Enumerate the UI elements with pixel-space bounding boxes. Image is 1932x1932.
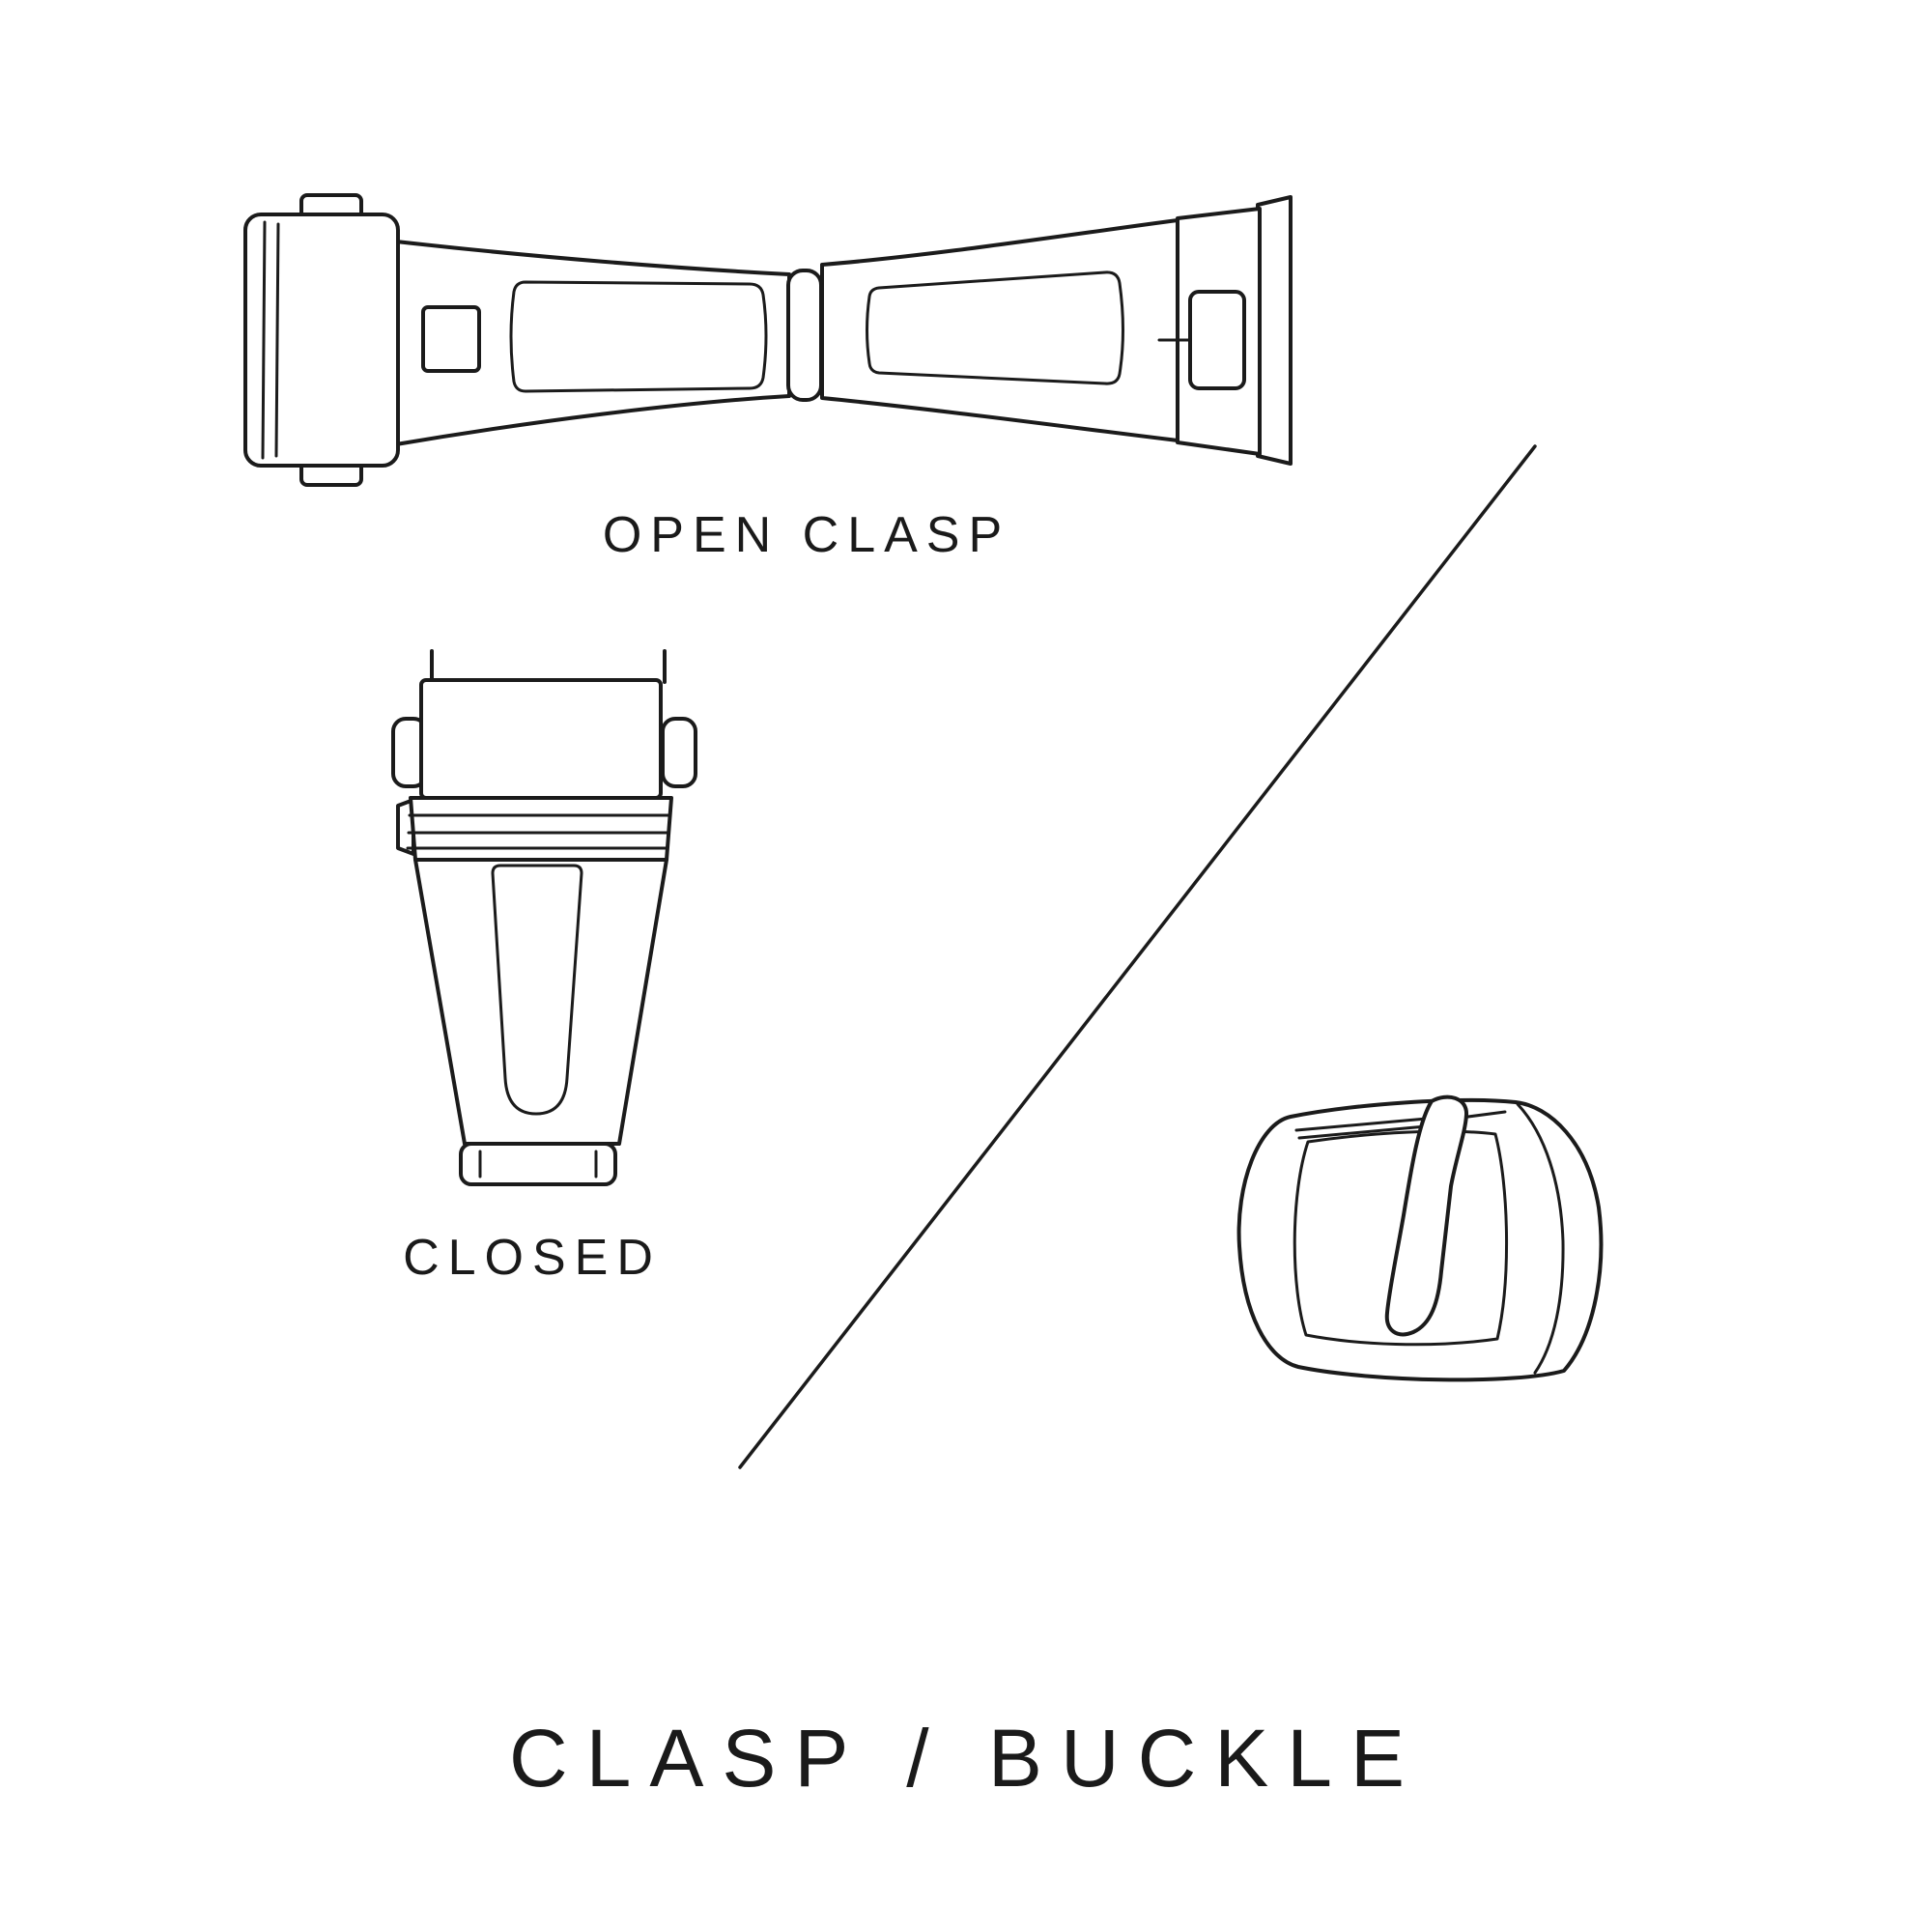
open-clasp-label: OPEN CLASP [602, 507, 1011, 563]
divider-line [738, 444, 1537, 1469]
open-clasp-illustration [243, 193, 1293, 487]
closed-clasp-label: CLOSED [403, 1230, 662, 1286]
page-title: CLASP / BUCKLE [508, 1713, 1424, 1804]
closed-clasp-illustration [391, 649, 697, 1186]
buckle-illustration [1236, 1094, 1604, 1382]
